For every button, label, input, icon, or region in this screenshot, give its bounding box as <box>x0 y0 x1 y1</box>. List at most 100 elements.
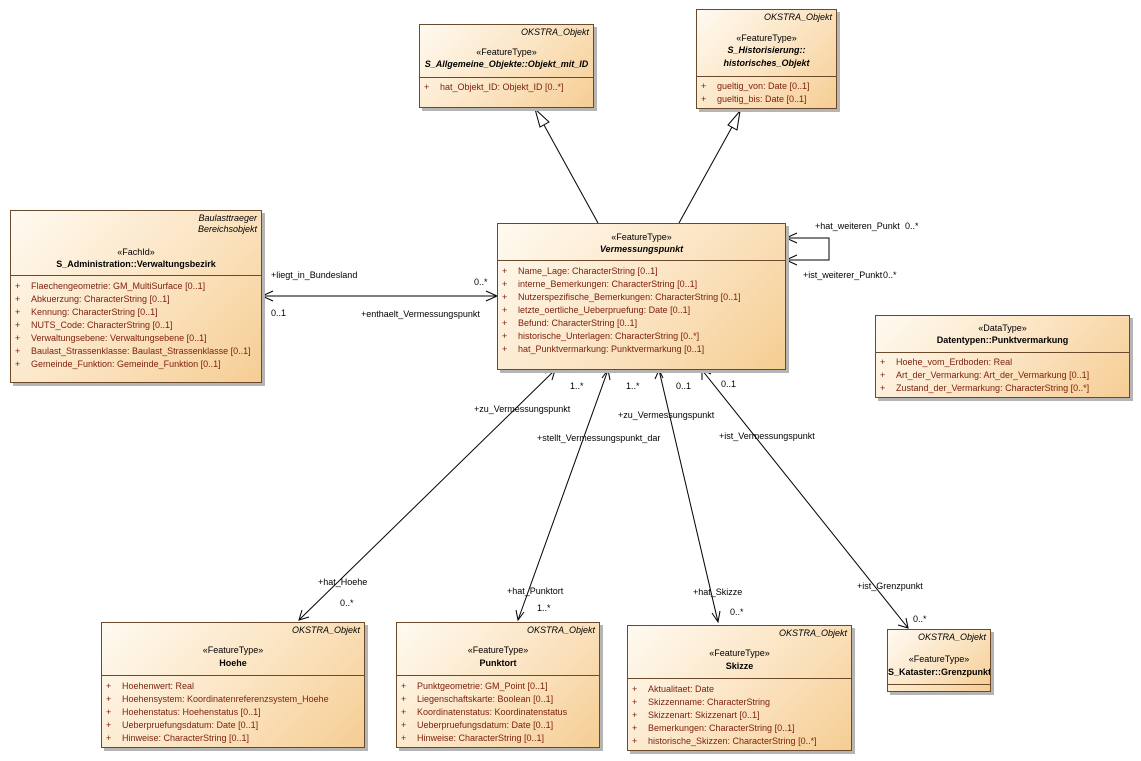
attribute-row: +historische_Unterlagen: CharacterString… <box>502 331 700 341</box>
class-stereotype: «DataType» <box>978 323 1027 333</box>
attribute-row: +letzte_oertliche_Ueberpruefung: Date [0… <box>502 305 691 315</box>
multiplicity-label: 0..* <box>730 607 744 617</box>
attribute-row: +Liegenschaftskarte: Boolean [0..1] <box>401 694 554 704</box>
class-tag: OKSTRA_Objekt <box>917 632 986 642</box>
attribute-row: +Bemerkungen: CharacterString [0..1] <box>632 723 795 733</box>
class-name: S_Historisierung:: <box>727 45 806 55</box>
association-line-hoehe <box>298 369 556 621</box>
association-line-grenzpunkt <box>701 369 909 629</box>
class-stereotype: «FeatureType» <box>736 33 797 43</box>
attribute-row: +Name_Lage: CharacterString [0..1] <box>502 266 658 276</box>
class-tag: OKSTRA_Objekt <box>291 625 360 635</box>
class-tag: Bereichsobjekt <box>197 224 257 234</box>
multiplicity-label: 0..1 <box>676 381 692 391</box>
role-label: +hat_Skizze <box>693 587 743 597</box>
attribute-row: +Ueberpruefungsdatum: Date [0..1] <box>401 720 554 730</box>
attribute-row: +Verwaltungsebene: Verwaltungsebene [0..… <box>15 333 207 343</box>
attribute-row: +Gemeinde_Funktion: Gemeinde_Funktion [0… <box>15 359 221 369</box>
generalization-arrowhead <box>727 109 741 131</box>
multiplicity-label: 1..* <box>537 603 551 613</box>
role-label: +stellt_Vermessungspunkt_dar <box>537 433 661 443</box>
class-name: Skizze <box>725 661 754 671</box>
role-label: +zu_Vermessungspunkt <box>618 410 715 420</box>
role-label: +ist_Vermessungspunkt <box>719 431 815 441</box>
attribute-row: +Flaechengeometrie: GM_MultiSurface [0..… <box>15 281 206 291</box>
attribute-row: +Skizzenname: CharacterString <box>632 697 771 707</box>
class-hoehe[interactable]: OKSTRA_Objekt «FeatureType» Hoehe +Hoehe… <box>101 622 365 748</box>
attribute-row: +Baulast_Strassenklasse: Baulast_Strasse… <box>15 346 251 356</box>
class-objekt-mit-id[interactable]: OKSTRA_Objekt «FeatureType» S_Allgemeine… <box>419 24 594 108</box>
attribute-row: +Koordinatenstatus: Koordinatenstatus <box>401 707 568 717</box>
class-stereotype: «FeatureType» <box>202 645 264 655</box>
class-tag: OKSTRA_Objekt <box>520 27 589 37</box>
class-name: S_Kataster::Grenzpunkt <box>888 667 991 677</box>
class-name: historisches_Objekt <box>723 58 810 68</box>
class-punktvermarkung[interactable]: «DataType» Datentypen::Punktvermarkung +… <box>875 315 1130 398</box>
attribute-row: +interne_Bemerkungen: CharacterString [0… <box>502 279 698 289</box>
attribute-row: +gueltig_bis: Date [0..1] <box>701 94 807 104</box>
multiplicity-label: 0..1 <box>721 379 737 389</box>
generalization-line-objekt-mit-id <box>543 124 599 224</box>
generalization-line-historisches-objekt <box>678 126 733 224</box>
class-name: Hoehe <box>219 658 247 668</box>
attribute-row: +Nutzerspezifische_Bemerkungen: Characte… <box>502 292 741 302</box>
class-stereotype: «FeatureType» <box>476 47 537 57</box>
attribute-row: +Befund: CharacterString [0..1] <box>502 318 638 328</box>
attribute-row: +Kennung: CharacterString [0..1] <box>15 307 158 317</box>
class-stereotype: «FachId» <box>117 247 155 257</box>
class-vermessungspunkt[interactable]: «FeatureType» Vermessungspunkt +Name_Lag… <box>497 223 786 370</box>
association-line-punktort <box>517 369 609 621</box>
attribute-row: +Art_der_Vermarkung: Art_der_Vermarkung … <box>880 370 1090 380</box>
class-punktort[interactable]: OKSTRA_Objekt «FeatureType» Punktort +Pu… <box>396 622 600 748</box>
attribute-row: +hat_Punktvermarkung: Punktvermarkung [0… <box>502 344 705 354</box>
attribute-row: +gueltig_von: Date [0..1] <box>701 81 810 91</box>
attribute-row: +Ueberpruefungsdatum: Date [0..1] <box>106 720 259 730</box>
attribute-row: +Punktgeometrie: GM_Point [0..1] <box>401 681 548 691</box>
class-tag: OKSTRA_Objekt <box>526 625 595 635</box>
multiplicity-label: 1..* <box>626 381 640 391</box>
arrow-open-head <box>784 232 798 244</box>
class-historisches-objekt[interactable]: OKSTRA_Objekt «FeatureType» S_Historisie… <box>696 9 837 109</box>
arrow-open-head <box>544 369 556 381</box>
arrow-open-head <box>701 369 712 380</box>
arrow-open-head <box>897 617 909 629</box>
class-stereotype: «FeatureType» <box>908 654 970 664</box>
attribute-row: +Skizzenart: Skizzenart [0..1] <box>632 710 760 720</box>
generalization-arrowhead <box>534 107 550 128</box>
arrow-open-head <box>515 609 525 622</box>
arrow-open-head <box>298 609 310 621</box>
class-name: Datentypen::Punktvermarkung <box>936 335 1069 345</box>
arrow-open-head <box>601 368 611 381</box>
attribute-row: +Hoehenwert: Real <box>106 681 195 691</box>
attribute-row: +Hinweise: CharacterString [0..1] <box>106 733 250 743</box>
attribute-row: +Hoehensystem: Koordinatenreferenzsystem… <box>106 694 329 704</box>
class-stereotype: «FeatureType» <box>611 232 672 242</box>
role-label: +hat_Hoehe <box>318 577 368 587</box>
attribute-row: +historische_Skizzen: CharacterString [0… <box>632 736 817 746</box>
attribute-row: +Hinweise: CharacterString [0..1] <box>401 733 545 743</box>
class-name: Punktort <box>479 658 517 668</box>
self-association-line <box>786 237 830 261</box>
attribute-row: +Hoehenstatus: Hoehenstatus [0..1] <box>106 707 261 717</box>
attribute-row: +NUTS_Code: CharacterString [0..1] <box>15 320 173 330</box>
arrow-open-head <box>260 290 274 302</box>
class-stereotype: «FeatureType» <box>467 645 529 655</box>
class-tag: OKSTRA_Objekt <box>778 628 847 638</box>
arrow-open-head <box>654 368 664 380</box>
class-verwaltungsbezirk[interactable]: Baulasttraeger Bereichsobjekt «FachId» S… <box>10 210 262 383</box>
attribute-row: +hat_Objekt_ID: Objekt_ID [0..*] <box>424 82 564 92</box>
class-name: S_Administration::Verwaltungsbezirk <box>56 259 216 269</box>
attribute-row: +Hoehe_vom_Erdboden: Real <box>880 357 1013 367</box>
class-skizze[interactable]: OKSTRA_Objekt «FeatureType» Skizze +Aktu… <box>627 625 852 751</box>
arrow-open-head <box>784 254 798 266</box>
multiplicity-label: 0..* <box>913 614 927 624</box>
role-label: +hat_weiteren_Punkt <box>815 221 900 231</box>
multiplicity-label: 0..* <box>905 221 919 231</box>
multiplicity-label: 0..1 <box>271 308 287 318</box>
class-name: Vermessungspunkt <box>599 244 684 254</box>
role-label: +enthaelt_Vermessungspunkt <box>361 309 480 319</box>
attribute-row: +Zustand_der_Vermarkung: CharacterString… <box>880 383 1090 393</box>
class-grenzpunkt[interactable]: OKSTRA_Objekt «FeatureType» S_Kataster::… <box>887 629 991 692</box>
